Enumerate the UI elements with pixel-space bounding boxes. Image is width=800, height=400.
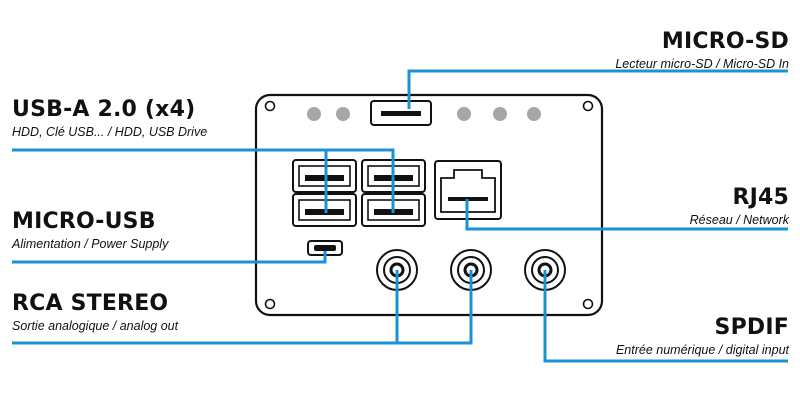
rj45-leader-line — [465, 199, 788, 231]
rj45-label: RJ45 Réseau / Network — [690, 186, 789, 228]
microsd-slot — [370, 100, 432, 126]
rj45-title: RJ45 — [732, 185, 789, 210]
led-dot — [527, 107, 541, 121]
led-dot — [493, 107, 507, 121]
microusb-label: MICRO-USB Alimentation / Power Supply — [12, 210, 168, 252]
mounting-hole — [582, 298, 594, 310]
spdif-subtitle: Entrée numérique / digital input — [615, 343, 789, 357]
rj45-subtitle: Réseau / Network — [689, 213, 789, 227]
rca-title: RCA STEREO — [12, 291, 169, 316]
usba-label: USB-A 2.0 (x4) HDD, Clé USB... / HDD, US… — [12, 98, 207, 140]
led-dot — [307, 107, 321, 121]
led-dot — [336, 107, 350, 121]
led-dot — [457, 107, 471, 121]
spdif-leader-line — [543, 270, 788, 363]
microsd-label: MICRO-SD Lecteur micro-SD / Micro-SD In — [615, 30, 789, 72]
spdif-title: SPDIF — [714, 315, 789, 340]
mounting-hole — [264, 100, 276, 112]
rca-label: RCA STEREO Sortie analogique / analog ou… — [12, 292, 178, 334]
rca-subtitle: Sortie analogique / analog out — [12, 319, 179, 333]
mounting-hole — [582, 100, 594, 112]
microusb-subtitle: Alimentation / Power Supply — [12, 237, 169, 251]
microsd-title: MICRO-SD — [661, 29, 789, 54]
microusb-title: MICRO-USB — [12, 209, 156, 234]
microsd-leader-line — [407, 69, 788, 109]
usb-a-leader-line — [326, 148, 395, 213]
usba-title: USB-A 2.0 (x4) — [12, 97, 196, 122]
usba-subtitle: HDD, Clé USB... / HDD, USB Drive — [12, 125, 208, 139]
spdif-label: SPDIF Entrée numérique / digital input — [616, 316, 789, 358]
microusb-leader-line — [12, 251, 327, 264]
mounting-hole — [264, 298, 276, 310]
rj45-port — [434, 160, 502, 220]
rca-leader-line — [12, 270, 473, 345]
microsd-subtitle: Lecteur micro-SD / Micro-SD In — [615, 57, 789, 71]
micro-usb-port — [307, 240, 343, 256]
